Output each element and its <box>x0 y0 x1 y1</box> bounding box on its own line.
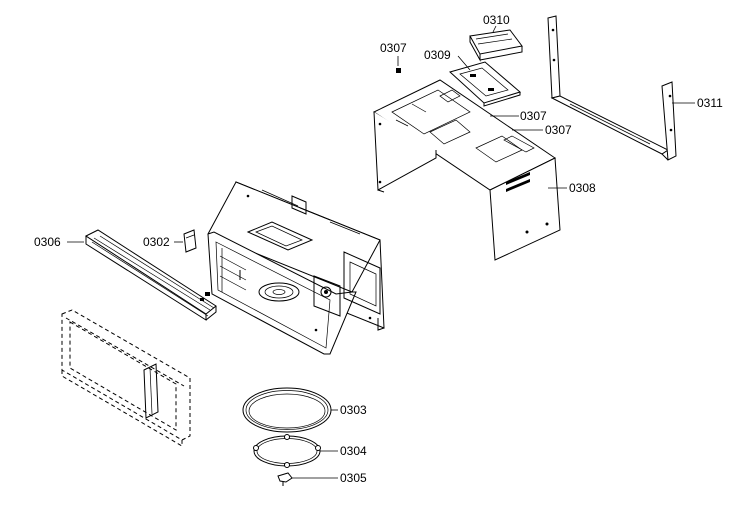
label-0303: 0303 <box>340 403 367 417</box>
part-main-chassis <box>207 181 385 355</box>
part-0305-coupler <box>277 472 293 486</box>
part-door <box>61 309 191 447</box>
label-0311: 0311 <box>697 96 723 110</box>
label-0304: 0304 <box>340 444 367 458</box>
label-0310: 0310 <box>483 13 510 27</box>
label-0309: 0309 <box>424 48 451 62</box>
part-0307-screw-top <box>396 68 401 73</box>
part-0310-cover <box>469 29 523 62</box>
part-0302-small-part <box>183 229 197 253</box>
label-0306: 0306 <box>34 235 61 249</box>
part-0306-control-bar <box>84 229 217 321</box>
label-0307-right: 0307 <box>545 123 572 137</box>
label-0308: 0308 <box>569 181 596 195</box>
label-0307-top: 0307 <box>380 41 407 55</box>
label-0307-mid: 0307 <box>520 109 547 123</box>
leader-lines <box>67 25 695 479</box>
part-0309-plate <box>449 61 522 107</box>
part-0303-glass-tray <box>242 387 332 433</box>
part-0308-outer-case <box>372 79 561 261</box>
label-0305: 0305 <box>340 471 367 485</box>
part-0311-bracket <box>547 15 677 161</box>
label-0302: 0302 <box>143 235 170 249</box>
part-0304-roller-ring <box>253 434 321 468</box>
